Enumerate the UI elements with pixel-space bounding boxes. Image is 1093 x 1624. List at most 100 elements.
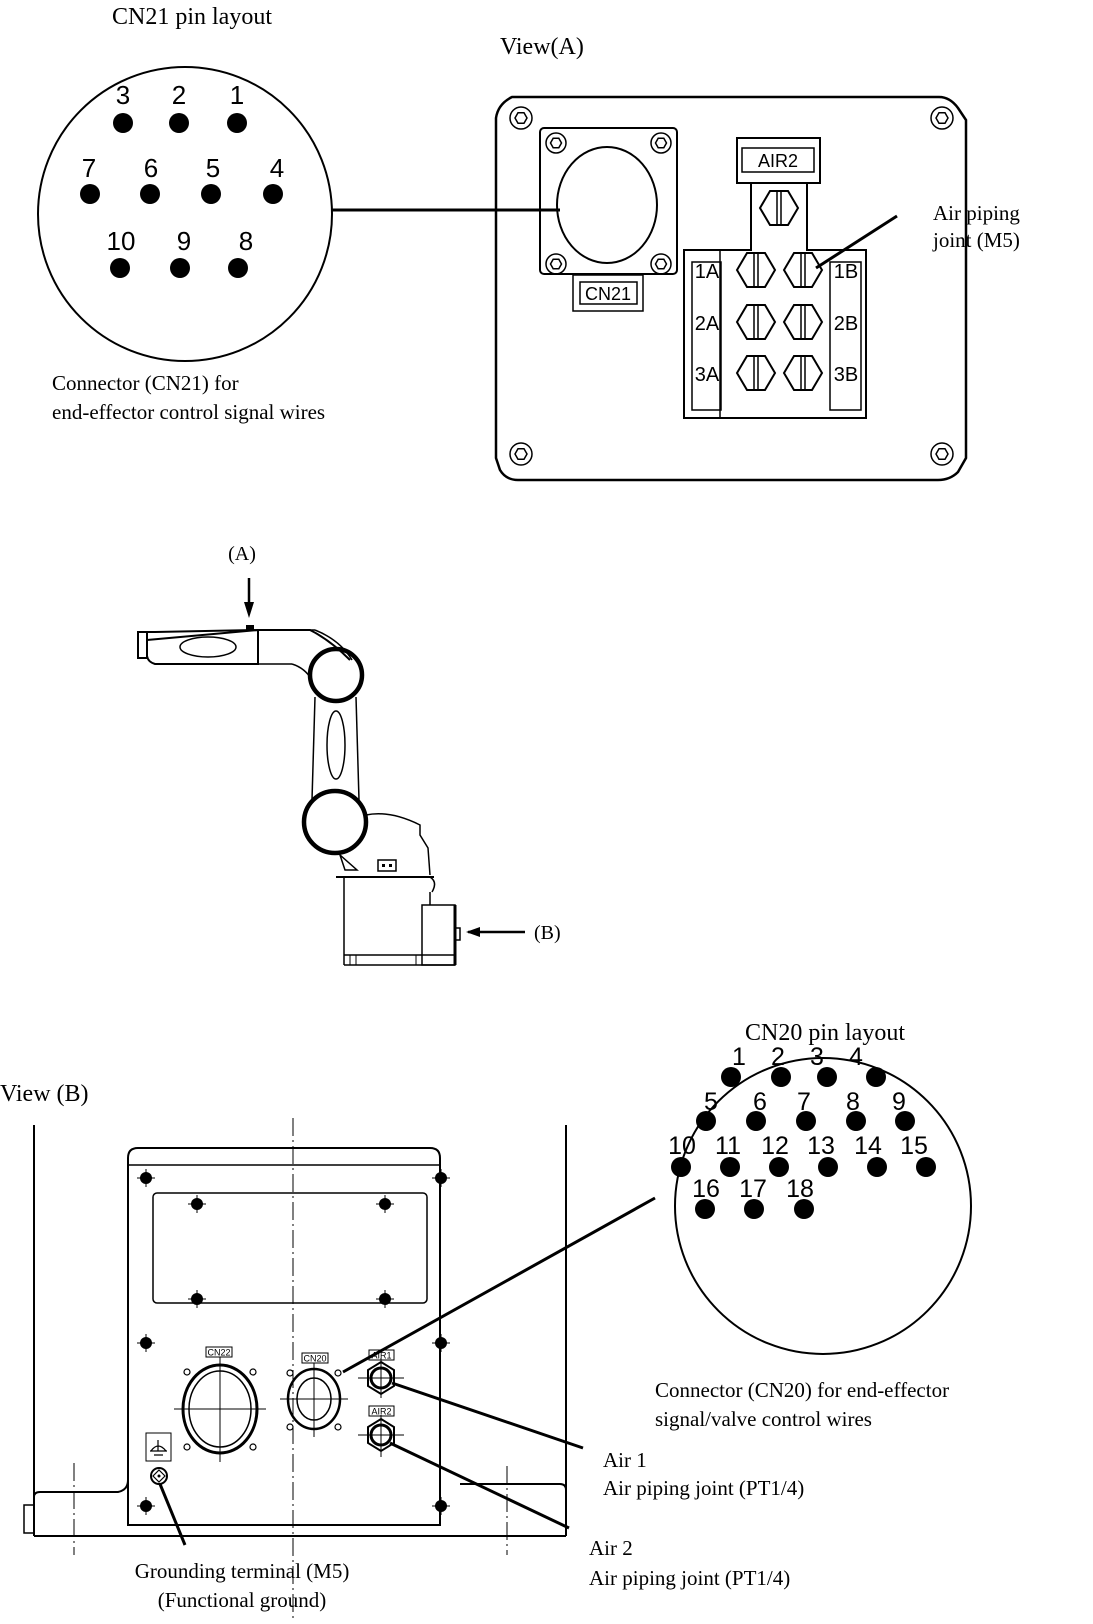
view-b-screws bbox=[137, 1169, 450, 1515]
cn21-connector-face bbox=[37, 66, 333, 362]
cn20-pin-label: 18 bbox=[786, 1175, 814, 1203]
cn21-caption-line1: Connector (CN21) for bbox=[52, 371, 239, 395]
screw-icon bbox=[509, 106, 533, 130]
robot-shoulder-joint bbox=[301, 788, 369, 856]
screw-icon bbox=[432, 1497, 450, 1515]
view-a-cn21-connector: CN21 bbox=[539, 127, 678, 312]
cn20-title: CN20 pin layout bbox=[745, 1020, 905, 1046]
cn20-leader-line bbox=[342, 1196, 656, 1374]
air-fitting-icon bbox=[735, 355, 777, 391]
cn20-pin-label: 13 bbox=[807, 1132, 835, 1160]
cn21-pin-dot bbox=[170, 258, 190, 278]
view-a-title: View(A) bbox=[500, 34, 584, 60]
cn21-title: CN21 pin layout bbox=[112, 4, 272, 30]
view-b-title: View (B) bbox=[0, 1081, 89, 1107]
cn20-pin-dot bbox=[794, 1199, 814, 1219]
cn21-pin-dot bbox=[80, 184, 100, 204]
arrow-a-head-icon bbox=[244, 602, 254, 618]
screw-icon bbox=[545, 132, 567, 154]
cn20-pin-label: 16 bbox=[692, 1175, 720, 1203]
view-a-cn21-label: CN21 bbox=[585, 284, 631, 304]
view-b-cn22-label: CN22 bbox=[207, 1348, 230, 1358]
cn21-pin-dot bbox=[169, 113, 189, 133]
view-a: View(A) CN21 AIR2 bbox=[494, 34, 1020, 482]
cn20-pin-dot bbox=[769, 1157, 789, 1177]
port-label-a: 1A bbox=[695, 261, 720, 283]
cn20-pin-label: 7 bbox=[797, 1088, 811, 1116]
air1-callout-line1: Air 1 bbox=[603, 1448, 647, 1472]
cn20-pin-dot bbox=[695, 1199, 715, 1219]
cn21-pin-label: 2 bbox=[172, 80, 186, 110]
port-label-b: 1B bbox=[834, 261, 858, 283]
screw-icon bbox=[930, 442, 954, 466]
cn20-caption-line1: Connector (CN20) for end-effector bbox=[655, 1378, 949, 1402]
arrow-b-head-icon bbox=[466, 927, 480, 937]
cn20-pin-dot bbox=[916, 1157, 936, 1177]
robot-side-view: (A) bbox=[137, 543, 561, 966]
port-label-a: 3A bbox=[695, 364, 720, 386]
screw-icon bbox=[930, 106, 954, 130]
cn21-pin-label: 10 bbox=[107, 226, 136, 256]
grounding-label-line1: Grounding terminal (M5) bbox=[135, 1559, 350, 1583]
screw-icon bbox=[432, 1334, 450, 1352]
grounding-terminal bbox=[150, 1467, 168, 1485]
view-b-cn22-connector: CN22 bbox=[174, 1346, 266, 1462]
cn20-pin-dot bbox=[671, 1157, 691, 1177]
arrow-b-label: (B) bbox=[534, 922, 561, 944]
view-a-plate bbox=[494, 95, 968, 482]
cn20-pin-dot bbox=[744, 1199, 764, 1219]
air-fitting-icon bbox=[758, 190, 800, 226]
cn20-connector-face bbox=[674, 1057, 972, 1355]
cn20-pin-dot bbox=[867, 1157, 887, 1177]
cn21-pin-dot bbox=[201, 184, 221, 204]
cn20-pin-dot bbox=[746, 1111, 766, 1131]
cn20-pin-label: 5 bbox=[704, 1088, 718, 1116]
cn21-pin-dot bbox=[227, 113, 247, 133]
cn20-pin-dot bbox=[866, 1067, 886, 1087]
screw-icon bbox=[545, 253, 567, 275]
port-label-a: 2A bbox=[695, 313, 720, 335]
air2-leader-line bbox=[389, 1441, 570, 1530]
screw-icon bbox=[376, 1195, 394, 1213]
view-b-cn20-label: CN20 bbox=[303, 1354, 326, 1364]
view-b-cn20-connector: CN20 bbox=[280, 1352, 348, 1437]
air2-callout-line2: Air piping joint (PT1/4) bbox=[589, 1566, 790, 1590]
cn20-pin-dot bbox=[796, 1111, 816, 1131]
cn20-pin-dot bbox=[846, 1111, 866, 1131]
screw-icon bbox=[137, 1497, 155, 1515]
view-b-air1-label: AIR1 bbox=[371, 1351, 391, 1361]
arrow-a-label: (A) bbox=[228, 543, 256, 565]
cn20-pin-label: 11 bbox=[715, 1132, 741, 1160]
air-fitting-icon bbox=[735, 252, 777, 288]
cn20-pin-label: 3 bbox=[810, 1043, 824, 1071]
screw-icon bbox=[188, 1195, 206, 1213]
port-label-b: 2B bbox=[834, 313, 858, 335]
view-b-air2-label: AIR2 bbox=[371, 1407, 391, 1417]
cn20-pin-dot bbox=[720, 1157, 740, 1177]
cn21-pin-label: 8 bbox=[239, 226, 253, 256]
grounding-label-line2: (Functional ground) bbox=[158, 1588, 327, 1612]
view-b-cover-plate bbox=[152, 1192, 428, 1304]
air-fitting-icon bbox=[782, 355, 824, 391]
view-a-callout-line1: Air piping bbox=[933, 201, 1020, 225]
cn21-pin-label: 7 bbox=[82, 153, 96, 183]
view-b-air1-joint: AIR1 bbox=[358, 1349, 404, 1398]
view-b: View (B) CN22 bbox=[0, 1081, 804, 1620]
air2-callout-line1: Air 2 bbox=[589, 1536, 633, 1560]
cn21-pin-label: 5 bbox=[206, 153, 220, 183]
cn20-pin-dot bbox=[771, 1067, 791, 1087]
screw-icon bbox=[188, 1290, 206, 1308]
cn21-pin-label: 9 bbox=[177, 226, 191, 256]
port-label-b: 3B bbox=[834, 364, 858, 386]
cn20-pin-label: 1 bbox=[732, 1043, 746, 1071]
cn21-pin-dot bbox=[228, 258, 248, 278]
screw-icon bbox=[376, 1290, 394, 1308]
cn20-pin-label: 10 bbox=[668, 1132, 696, 1160]
air-fitting-icon bbox=[735, 304, 777, 340]
view-a-callout-line2: joint (M5) bbox=[932, 228, 1020, 252]
